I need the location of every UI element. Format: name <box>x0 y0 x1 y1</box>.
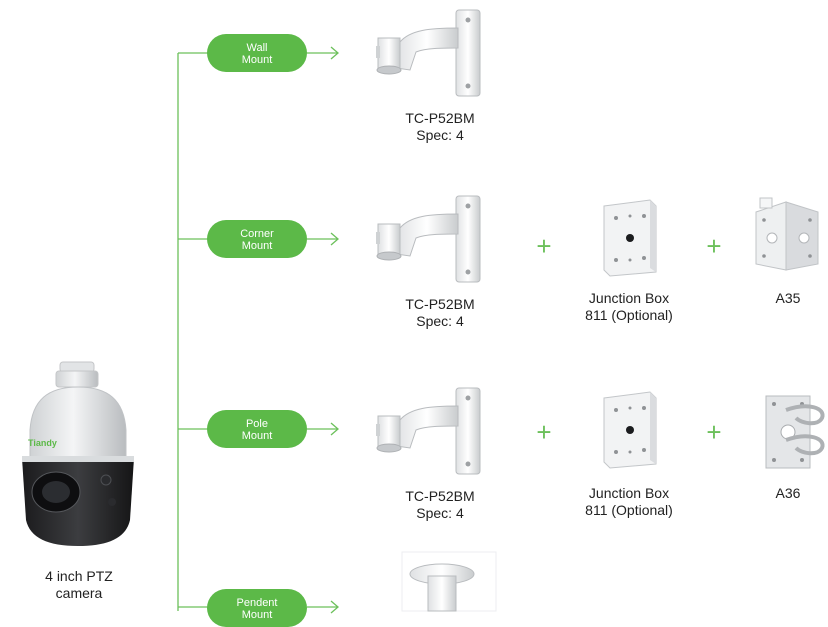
corner-bracket-image <box>375 195 481 283</box>
pendent-bracket-image <box>401 551 497 612</box>
pole-bracket-image <box>375 387 481 475</box>
arrow-right-icon <box>307 232 339 246</box>
wall-bracket-image <box>375 9 481 97</box>
pole-mount-pill: Pole Mount <box>207 410 307 448</box>
plus-icon: + <box>536 417 552 447</box>
pole-adapter-caption: A36 <box>775 485 801 501</box>
plus-icon: + <box>706 417 722 447</box>
wall-bracket-caption: TC-P52BM Spec: 4 <box>405 110 475 143</box>
plus-icon: + <box>536 231 552 261</box>
pole-adapter-image <box>765 395 825 469</box>
camera-brand-logo: Tiandy <box>28 438 57 448</box>
pole-junction-box-caption: Junction Box 811 (Optional) <box>585 485 673 518</box>
corner-junction-box-caption: Junction Box 811 (Optional) <box>585 290 673 323</box>
corner-adapter-image <box>755 197 819 271</box>
arrow-right-icon <box>307 46 339 60</box>
corner-mount-pill: Corner Mount <box>207 220 307 258</box>
ptz-camera-image: Tiandy <box>22 361 134 546</box>
junction-box-image <box>603 391 657 469</box>
camera-caption: 4 inch PTZ camera <box>45 568 113 601</box>
wall-mount-pill: Wall Mount <box>207 34 307 72</box>
corner-adapter-caption: A35 <box>775 290 801 306</box>
arrow-right-icon <box>307 422 339 436</box>
junction-box-image <box>603 199 657 277</box>
plus-icon: + <box>706 231 722 261</box>
tree-connectors <box>177 46 339 614</box>
pendent-mount-pill: Pendent Mount <box>207 589 307 627</box>
pole-bracket-caption: TC-P52BM Spec: 4 <box>405 488 475 521</box>
arrow-right-icon <box>307 600 339 614</box>
corner-bracket-caption: TC-P52BM Spec: 4 <box>405 296 475 329</box>
